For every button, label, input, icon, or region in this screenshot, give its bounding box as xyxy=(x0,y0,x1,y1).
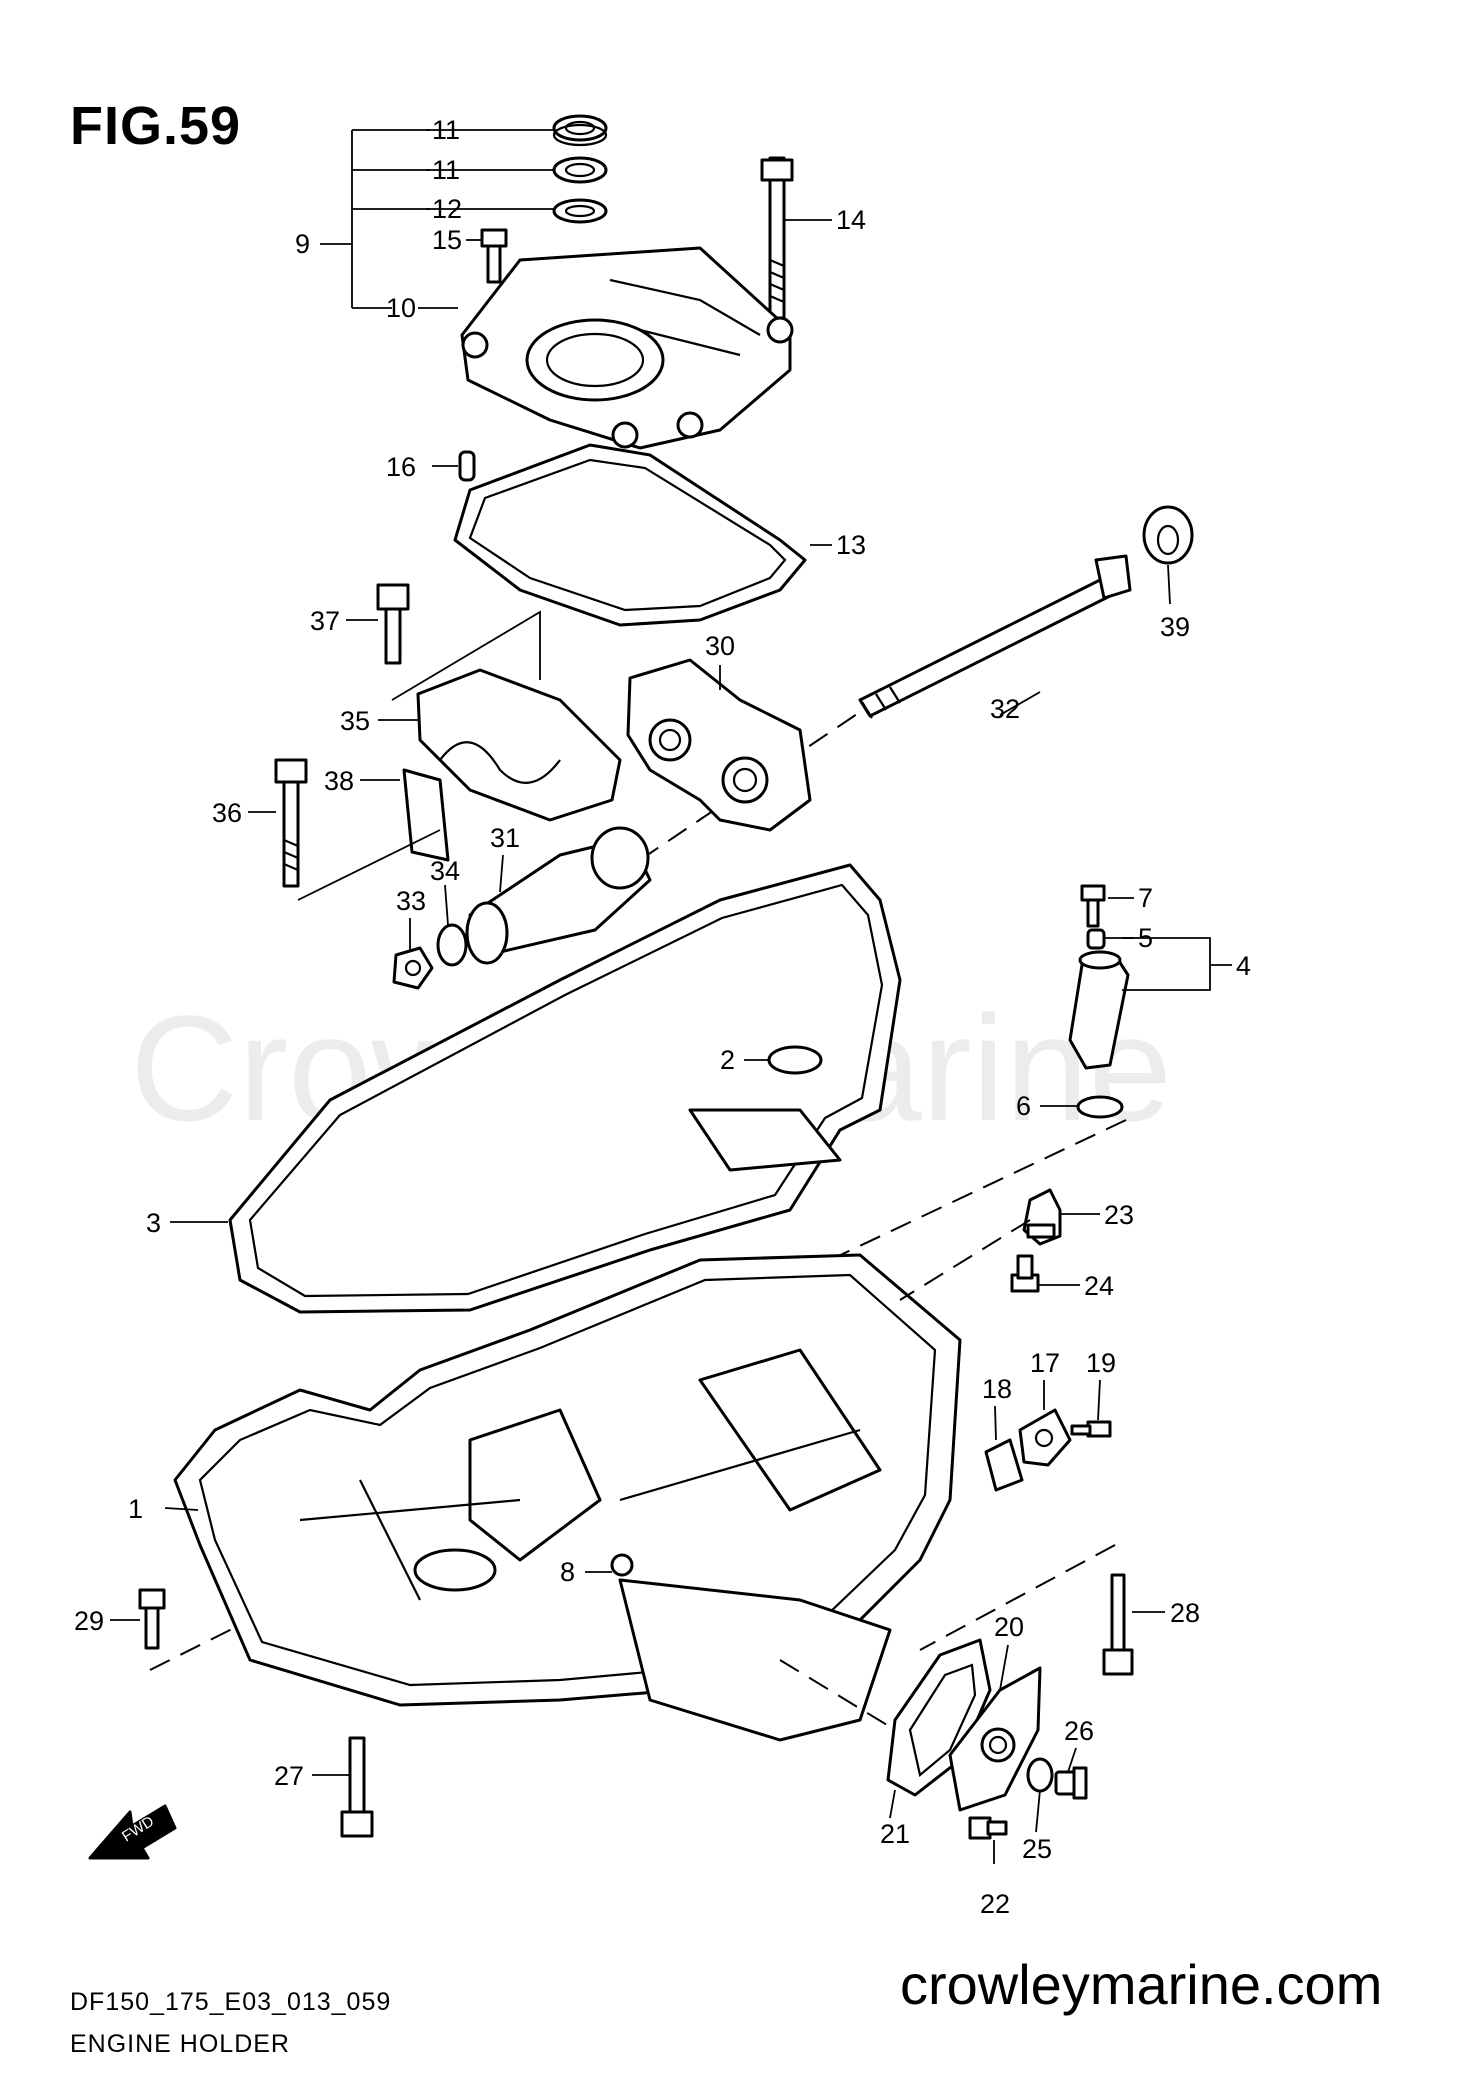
callout-17: 17 xyxy=(1030,1348,1060,1378)
bolt-28[interactable] xyxy=(1102,1573,1134,1676)
callout-11-lower: 11 xyxy=(432,155,460,185)
pressure-switch-23[interactable] xyxy=(1022,1188,1062,1246)
callout-1: 1 xyxy=(128,1494,143,1524)
guide-line-28 xyxy=(919,1544,1116,1651)
bolt-36[interactable] xyxy=(274,758,308,888)
bolt-24[interactable] xyxy=(1010,1254,1040,1293)
group-bracket-9 xyxy=(320,129,430,309)
callout-4: 4 xyxy=(1236,951,1251,981)
cover-17[interactable] xyxy=(1018,1408,1072,1467)
axis-line-4 xyxy=(829,1119,1127,1261)
callout-31: 31 xyxy=(490,823,520,853)
callout-28: 28 xyxy=(1170,1598,1200,1628)
figure-code: DF150_175_E03_013_059 xyxy=(70,1988,392,2016)
callout-10: 10 xyxy=(386,293,416,323)
seal-11-lower[interactable] xyxy=(552,156,608,184)
callout-36: 36 xyxy=(212,798,242,828)
washer-34[interactable] xyxy=(436,923,468,967)
stopper-plate-38[interactable] xyxy=(402,768,450,862)
seal-39[interactable] xyxy=(1142,505,1194,565)
rubber-mount-31[interactable] xyxy=(465,826,652,965)
seal-2[interactable] xyxy=(767,1045,823,1075)
callout-2: 2 xyxy=(720,1045,735,1075)
upper-mount-35[interactable] xyxy=(416,668,622,822)
callout-11-upper: 11 xyxy=(432,115,460,145)
callout-35: 35 xyxy=(340,706,370,736)
bolt-19[interactable] xyxy=(1070,1420,1112,1438)
callout-18: 18 xyxy=(982,1374,1012,1404)
callout-27: 27 xyxy=(274,1761,304,1791)
bolt-29[interactable] xyxy=(138,1588,166,1650)
callout-30: 30 xyxy=(705,631,735,661)
washer-25[interactable] xyxy=(1026,1757,1054,1793)
callout-14: 14 xyxy=(836,205,866,235)
group-bracket-4 xyxy=(1122,937,1232,991)
website-url[interactable]: crowleymarine.com xyxy=(900,1953,1383,2016)
callout-3: 3 xyxy=(146,1208,161,1238)
bolt-27[interactable] xyxy=(340,1736,374,1838)
guide-line-23 xyxy=(899,1219,1031,1301)
callout-39: 39 xyxy=(1160,612,1190,642)
callout-32: 32 xyxy=(990,694,1020,724)
figure-title: FIG.59 xyxy=(70,96,242,156)
callout-5: 5 xyxy=(1138,923,1153,953)
nut-33[interactable] xyxy=(392,946,434,990)
callout-26: 26 xyxy=(1064,1716,1094,1746)
gasket-13[interactable] xyxy=(453,443,807,627)
o-ring-6[interactable] xyxy=(1076,1095,1124,1119)
callout-7: 7 xyxy=(1138,883,1153,913)
bolt-14[interactable] xyxy=(760,156,794,320)
gasket-3[interactable] xyxy=(228,863,902,1314)
outlet-pipe-4[interactable] xyxy=(1068,950,1130,1070)
callout-38: 38 xyxy=(324,766,354,796)
callout-34: 34 xyxy=(430,856,460,886)
mount-bracket-30[interactable] xyxy=(626,658,812,832)
callout-33: 33 xyxy=(396,886,426,916)
callout-13: 13 xyxy=(836,530,866,560)
bolt-15[interactable] xyxy=(480,228,508,284)
figure-name: ENGINE HOLDER xyxy=(70,2030,290,2058)
callout-20: 20 xyxy=(994,1612,1024,1642)
callout-6: 6 xyxy=(1016,1091,1031,1121)
bolt-22[interactable] xyxy=(968,1816,1008,1840)
callout-12: 12 xyxy=(432,194,462,224)
bolt-37[interactable] xyxy=(376,583,410,665)
callout-24: 24 xyxy=(1084,1271,1114,1301)
drain-plug-26[interactable] xyxy=(1054,1766,1088,1800)
bolt-7[interactable] xyxy=(1080,884,1106,928)
callout-22: 22 xyxy=(980,1889,1010,1919)
callout-29: 29 xyxy=(74,1606,104,1636)
forward-arrow-icon: FWD xyxy=(88,1804,177,1860)
axis-line-32 xyxy=(639,711,861,861)
callout-37: 37 xyxy=(310,606,340,636)
group-bracket-35-36 xyxy=(297,610,541,901)
callout-21: 21 xyxy=(880,1819,910,1849)
gasket-18[interactable] xyxy=(984,1438,1024,1492)
callout-16: 16 xyxy=(386,452,416,482)
callout-23: 23 xyxy=(1104,1200,1134,1230)
leader-lines xyxy=(110,129,1171,1864)
long-bolt-32[interactable] xyxy=(858,554,1132,719)
oil-pan-1[interactable] xyxy=(173,1253,962,1742)
callout-15: 15 xyxy=(432,225,462,255)
callout-9: 9 xyxy=(295,229,310,259)
washer-12[interactable] xyxy=(552,198,608,224)
cover-plate-10[interactable] xyxy=(460,246,794,450)
callout-8: 8 xyxy=(560,1557,575,1587)
seal-11-upper[interactable] xyxy=(552,114,608,147)
dowel-pin-16[interactable] xyxy=(458,450,476,482)
guide-line-29 xyxy=(149,1624,241,1671)
callout-19: 19 xyxy=(1086,1348,1116,1378)
sleeve-5[interactable] xyxy=(1086,928,1106,950)
callout-25: 25 xyxy=(1022,1834,1052,1864)
